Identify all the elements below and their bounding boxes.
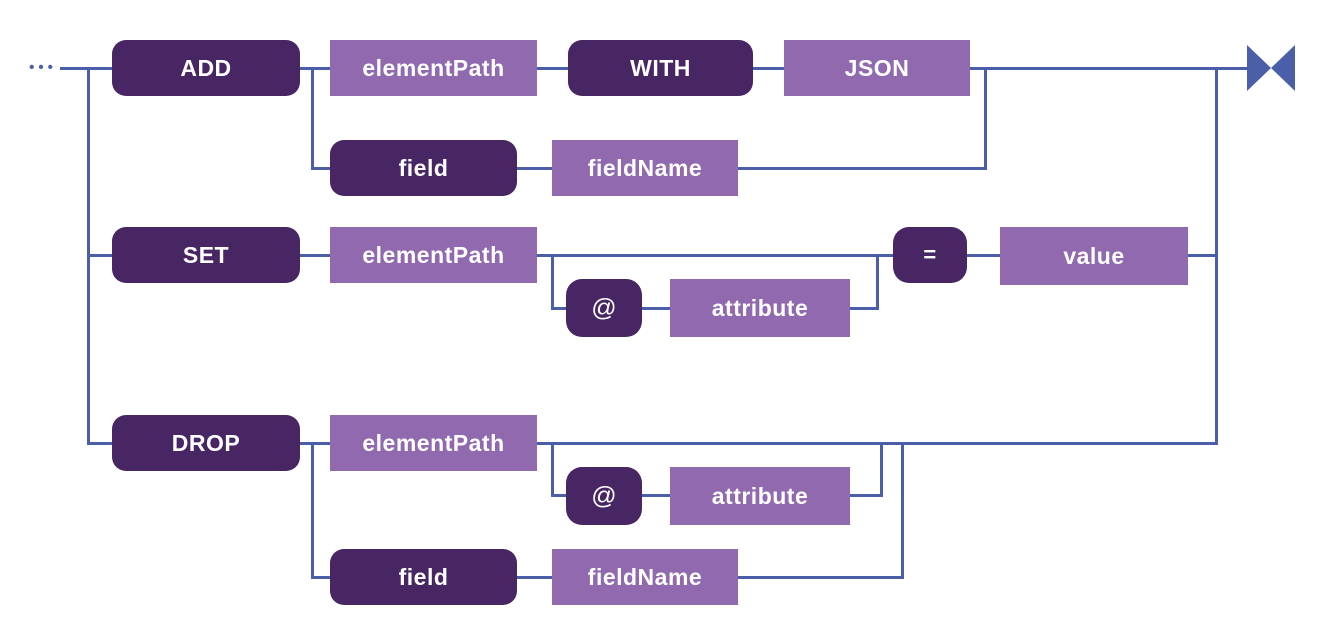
connector-line <box>537 67 568 70</box>
connector-line <box>537 254 893 257</box>
branch-line <box>311 67 314 170</box>
branch-line <box>551 442 554 497</box>
operand-box-json: JSON <box>784 40 970 96</box>
keyword-box-drop: DROP <box>112 415 300 471</box>
keyword-box-at-drop: @ <box>566 467 642 525</box>
operand-box-elementpath-drop: elementPath <box>330 415 537 471</box>
keyword-box-set: SET <box>112 227 300 283</box>
connector-line <box>738 167 987 170</box>
collector-line <box>1215 67 1218 445</box>
connector-line <box>300 254 330 257</box>
operand-box-fieldname-add: fieldName <box>552 140 738 196</box>
operand-box-value: value <box>1000 227 1188 285</box>
branch-line <box>87 67 90 445</box>
operand-box-attribute-drop: attribute <box>670 467 850 525</box>
keyword-box-field-add: field <box>330 140 517 196</box>
connector-line <box>311 576 330 579</box>
connector-line <box>300 67 330 70</box>
connector-line <box>850 307 879 310</box>
keyword-box-at-set: @ <box>566 279 642 337</box>
connector-line <box>1188 254 1218 257</box>
end-terminator-icon <box>1247 45 1295 96</box>
connector-line <box>311 167 330 170</box>
connector-line <box>551 307 566 310</box>
connector-line <box>537 442 1218 445</box>
connector-line <box>517 576 552 579</box>
keyword-box-add: ADD <box>112 40 300 96</box>
bowtie-icon <box>1247 45 1295 91</box>
operand-box-elementpath-set: elementPath <box>330 227 537 283</box>
branch-line <box>311 442 314 579</box>
connector-line <box>517 167 552 170</box>
branch-line <box>984 67 987 170</box>
connector-line <box>753 67 784 70</box>
operand-box-elementpath-add: elementPath <box>330 40 537 96</box>
connector-line <box>642 494 670 497</box>
start-ellipsis-icon: ••• <box>29 58 57 76</box>
connector-line <box>642 307 670 310</box>
connector-line <box>60 67 112 70</box>
connector-line <box>300 442 330 445</box>
connector-line <box>551 494 566 497</box>
keyword-box-equals: = <box>893 227 967 283</box>
connector-line <box>850 494 883 497</box>
branch-line <box>876 254 879 310</box>
connector-line <box>87 254 112 257</box>
operand-box-fieldname-drop: fieldName <box>552 549 738 605</box>
connector-line <box>967 254 1000 257</box>
operand-box-attribute-set: attribute <box>670 279 850 337</box>
branch-line <box>901 442 904 579</box>
connector-line <box>970 67 1250 70</box>
keyword-box-field-drop: field <box>330 549 517 605</box>
connector-line <box>738 576 904 579</box>
branch-line <box>880 442 883 497</box>
branch-line <box>551 254 554 310</box>
keyword-box-with: WITH <box>568 40 753 96</box>
connector-line <box>87 442 112 445</box>
